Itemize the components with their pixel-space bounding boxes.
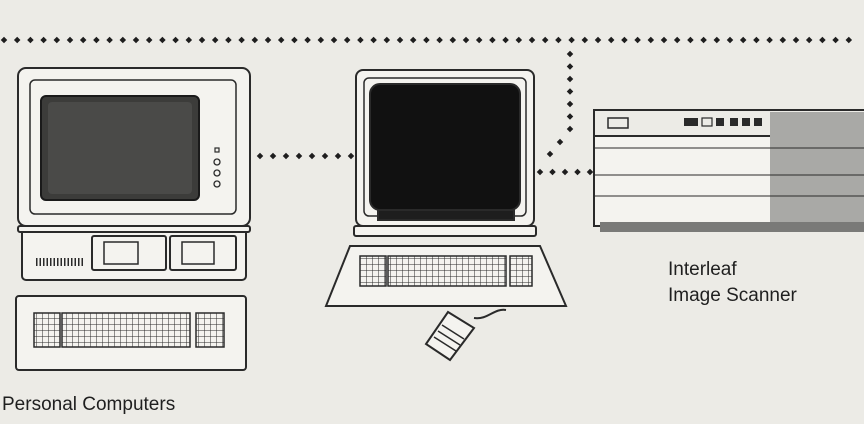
workstation-icon [326, 70, 566, 306]
network-dot [291, 37, 298, 44]
network-dot [568, 37, 575, 44]
network-dot [397, 37, 404, 44]
network-dot [489, 37, 496, 44]
network-dot [93, 37, 100, 44]
network-dot [574, 169, 581, 176]
scanner-label-line2: Image Scanner [668, 284, 797, 308]
network-dot [296, 153, 303, 160]
network-dot [283, 153, 290, 160]
scanner-label-line1: Interleaf [668, 258, 737, 282]
network-dot [780, 37, 787, 44]
network-dot [27, 37, 34, 44]
network-dot [344, 37, 351, 44]
network-dot [120, 37, 127, 44]
network-dot [567, 63, 574, 70]
network-dot [753, 37, 760, 44]
network-dot [766, 37, 773, 44]
network-dot [634, 37, 641, 44]
network-dot [727, 37, 734, 44]
network-dot [547, 151, 554, 158]
network-dot [40, 37, 47, 44]
network-dot [331, 37, 338, 44]
network-dot [159, 37, 166, 44]
network-dot [370, 37, 377, 44]
network-dot [648, 37, 655, 44]
network-dot [567, 76, 574, 83]
network-dot [674, 37, 681, 44]
network-dot [172, 37, 179, 44]
network-dot [846, 37, 853, 44]
network-dot [516, 37, 523, 44]
image-scanner-icon [594, 110, 864, 232]
network-dot [582, 37, 589, 44]
network-dot [384, 37, 391, 44]
network-dot [304, 37, 311, 44]
network-dot [700, 37, 707, 44]
network-dot [567, 113, 574, 120]
network-dot [595, 37, 602, 44]
network-dot [322, 153, 329, 160]
network-dot [335, 153, 342, 160]
network-dot [80, 37, 87, 44]
network-dot [199, 37, 206, 44]
network-dot [67, 37, 74, 44]
network-dot [212, 37, 219, 44]
network-dot [450, 37, 457, 44]
network-dot [661, 37, 668, 44]
network-dot [348, 153, 355, 160]
mouse-icon [426, 310, 506, 360]
network-dot [410, 37, 417, 44]
network-dot [567, 101, 574, 108]
network-dot [549, 169, 556, 176]
network-dot [621, 37, 628, 44]
network-dot [252, 37, 259, 44]
network-dot [423, 37, 430, 44]
network-dot [133, 37, 140, 44]
network-dot [687, 37, 694, 44]
network-dot [436, 37, 443, 44]
network-dot [542, 37, 549, 44]
network-dot [463, 37, 470, 44]
personal-computer-icon [16, 68, 250, 370]
network-dot [608, 37, 615, 44]
network-dot [714, 37, 721, 44]
network-dot [537, 169, 544, 176]
network-dot [357, 37, 364, 44]
network-dot [740, 37, 747, 44]
network-dot [54, 37, 61, 44]
network-dot [567, 126, 574, 133]
personal-computers-label: Personal Computers [2, 393, 175, 417]
network-dot [819, 37, 826, 44]
network-dot [502, 37, 509, 44]
network-dot [225, 37, 232, 44]
network-dot [567, 88, 574, 95]
network-dot [562, 169, 569, 176]
network-dot [587, 169, 594, 176]
network-dot [557, 139, 564, 146]
network-dot [476, 37, 483, 44]
network-dot [238, 37, 245, 44]
network-dot [555, 37, 562, 44]
network-dot [806, 37, 813, 44]
network-dot [270, 153, 277, 160]
network-dot [265, 37, 272, 44]
network-dot [186, 37, 193, 44]
network-dot [529, 37, 536, 44]
network-dot [106, 37, 113, 44]
network-dot [832, 37, 839, 44]
network-dot [146, 37, 153, 44]
network-dot [1, 37, 8, 44]
network-dot [278, 37, 285, 44]
network-dot [567, 51, 574, 58]
network-dot [318, 37, 325, 44]
network-dot [257, 153, 264, 160]
network-dot [793, 37, 800, 44]
network-dot [14, 37, 21, 44]
network-dot [309, 153, 316, 160]
